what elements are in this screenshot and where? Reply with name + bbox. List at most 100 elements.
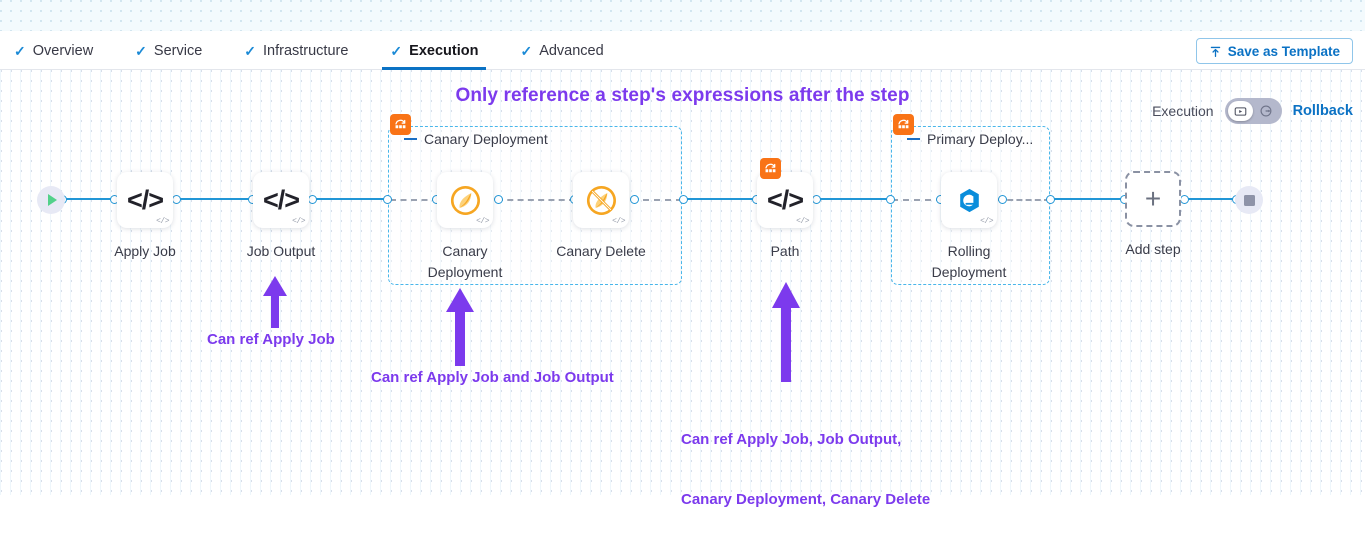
node-canary-delete-label: Canary Delete (556, 243, 646, 259)
port[interactable] (172, 195, 181, 204)
end-node[interactable] (1235, 186, 1263, 214)
port[interactable] (494, 195, 503, 204)
port[interactable] (998, 195, 1007, 204)
plus-icon: + (1144, 183, 1162, 214)
canary-delete-icon (586, 185, 616, 215)
annotation-2: Can ref Apply Job and Job Output (371, 369, 614, 386)
port[interactable] (886, 195, 895, 204)
play-icon (48, 194, 57, 206)
pipeline-graph: Canary Deployment Primary Deploy... (37, 114, 1263, 508)
start-node[interactable] (37, 186, 65, 214)
port[interactable] (1046, 195, 1055, 204)
step-group-icon (898, 119, 909, 129)
tab-label: Execution (409, 42, 479, 59)
node-path[interactable]: </> </> (757, 172, 813, 228)
node-apply-job-label: Apply Job (114, 243, 176, 259)
upload-template-icon (1210, 46, 1220, 57)
rollback-clock-icon (1260, 105, 1272, 117)
shell-script-badge-icon: </> (292, 217, 305, 226)
edge-group2-to-addstep (1050, 198, 1126, 200)
edge-delete-to-group1end (632, 199, 682, 201)
node-apply-job[interactable]: </> </> (117, 172, 173, 228)
port[interactable] (679, 195, 688, 204)
shell-script-badge-icon: </> (156, 217, 169, 226)
execution-rollback-control: Execution Rollback (1152, 98, 1353, 124)
tab-bar: ✓ Overview ✓ Service ✓ Infrastructure ✓ … (0, 31, 1365, 70)
node-label-line2: Deployment (427, 264, 503, 280)
toggle-execution-option[interactable] (1227, 101, 1254, 121)
save-as-template-label: Save as Template (1227, 43, 1340, 59)
check-icon: ✓ (14, 42, 26, 59)
node-label-line1: Rolling (947, 243, 991, 259)
pipeline-canvas[interactable] (0, 70, 1365, 495)
shell-script-badge-icon: </> (796, 217, 809, 226)
collapse-dash-icon[interactable] (907, 138, 920, 140)
tab-label: Advanced (539, 42, 604, 59)
group-canary-deployment-title: Canary Deployment (404, 131, 548, 147)
group-label: Canary Deployment (424, 131, 548, 147)
tab-overview[interactable]: ✓ Overview (14, 31, 109, 70)
check-icon: ✓ (135, 42, 147, 59)
port[interactable] (630, 195, 639, 204)
toggle-rollback-option[interactable] (1253, 101, 1279, 121)
node-rolling-deployment-label: Rolling Deployment (904, 241, 1034, 283)
edge-joboutput-to-group1 (310, 198, 390, 200)
edge-path-to-group2 (814, 198, 892, 200)
shell-script-icon: </> (262, 184, 300, 215)
node-canary-deployment[interactable]: </> (437, 172, 493, 228)
shell-script-icon: </> (766, 184, 804, 215)
node-job-output-label: Job Output (246, 243, 316, 259)
step-group-icon (395, 119, 406, 129)
execution-rollback-toggle[interactable] (1224, 98, 1282, 124)
node-canary-deployment-label: Canary Deployment (400, 241, 530, 283)
annotation-3: Can ref Apply Job, Job Output, Canary De… (681, 390, 930, 550)
group-primary-deploy-badge[interactable] (893, 114, 914, 135)
rolling-deploy-icon (959, 188, 979, 212)
tab-service[interactable]: ✓ Service (135, 31, 218, 70)
shell-script-badge-icon: </> (980, 217, 993, 226)
save-as-template-button[interactable]: Save as Template (1195, 38, 1353, 64)
annotation-arrow-2 (446, 288, 474, 366)
edge-canary-to-delete (497, 199, 575, 201)
node-label-line1: Canary (442, 243, 488, 259)
node-path-group-badge[interactable] (760, 158, 781, 179)
check-icon: ✓ (390, 42, 403, 59)
tab-advanced[interactable]: ✓ Advanced (520, 31, 619, 70)
group-canary-deployment-badge[interactable] (390, 114, 411, 135)
node-path-label: Path (770, 243, 800, 259)
collapse-dash-icon[interactable] (404, 138, 417, 140)
shell-script-badge-icon: </> (476, 217, 489, 226)
annotation-1: Can ref Apply Job (207, 331, 335, 348)
edge-group1-to-canary (390, 199, 438, 201)
edge-rolling-to-group2end (998, 199, 1050, 201)
group-label: Primary Deploy... (927, 131, 1034, 147)
edge-group2-to-rolling (892, 199, 942, 201)
group-primary-deploy-title: Primary Deploy... (907, 131, 1033, 147)
edge-addstep-to-end (1182, 198, 1236, 200)
annotation-3-line1: Can ref Apply Job, Job Output, (681, 431, 902, 448)
headline-note: Only reference a step's expressions afte… (455, 85, 910, 106)
add-step-label: Add step (1125, 241, 1181, 257)
check-icon: ✓ (244, 42, 256, 59)
node-job-output[interactable]: </> </> (253, 172, 309, 228)
stop-square-icon (1243, 194, 1255, 206)
canvas-top-strip (0, 0, 1365, 31)
tab-infrastructure[interactable]: ✓ Infrastructure (244, 31, 364, 70)
node-canary-delete[interactable]: </> (573, 172, 629, 228)
annotation-arrow-1 (263, 276, 287, 328)
port[interactable] (308, 195, 317, 204)
tab-active-underline (382, 67, 487, 70)
canary-bird-icon (450, 185, 480, 215)
tab-execution[interactable]: ✓ Execution (382, 31, 494, 70)
annotation-arrow-3 (772, 282, 800, 382)
node-label-line2: Deployment (931, 264, 1007, 280)
rollback-button[interactable]: Rollback (1292, 103, 1353, 119)
node-rolling-deployment[interactable]: </> (941, 172, 997, 228)
port[interactable] (1180, 195, 1189, 204)
annotation-3-line2: Canary Deployment, Canary Delete (681, 491, 931, 508)
execution-label: Execution (1152, 103, 1214, 119)
port[interactable] (812, 195, 821, 204)
tab-label: Infrastructure (263, 42, 349, 59)
add-step-button[interactable]: + (1125, 171, 1181, 227)
port[interactable] (383, 195, 392, 204)
